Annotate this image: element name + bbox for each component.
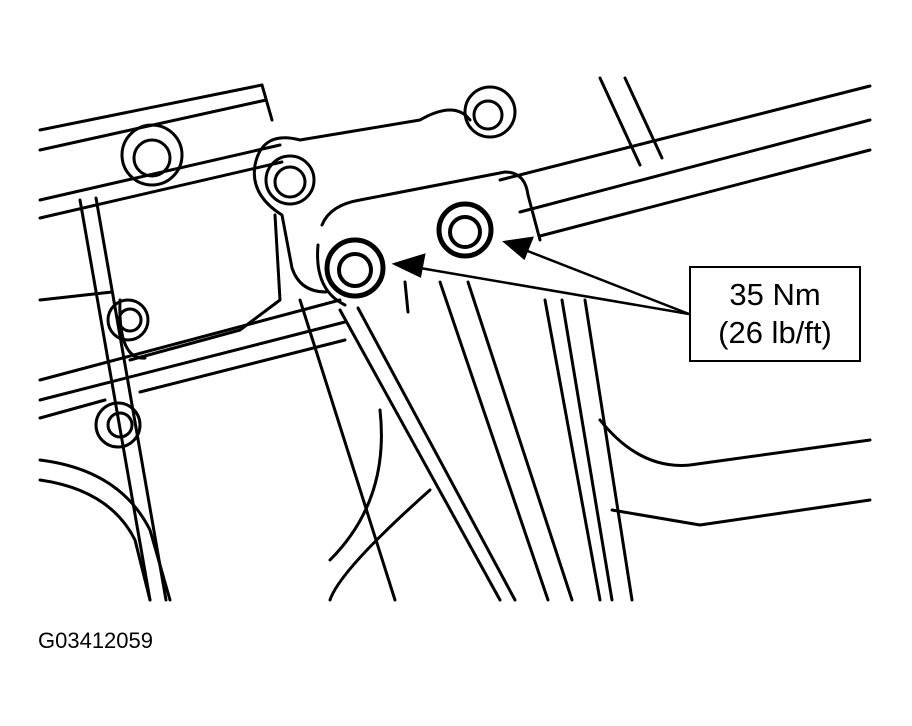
torque-callout-box: 35 Nm (26 lb/ft) bbox=[689, 266, 861, 362]
upper-left-bolt bbox=[120, 123, 184, 187]
torque-imperial-label: (26 lb/ft) bbox=[718, 315, 832, 350]
figure-id: G03412059 bbox=[38, 628, 153, 653]
torque-bolt-left bbox=[324, 237, 386, 299]
left-nut-lower bbox=[94, 401, 142, 449]
left-plate bbox=[38, 196, 282, 602]
lower-rails bbox=[38, 298, 347, 420]
callout-leaders bbox=[391, 236, 690, 316]
lower-housing bbox=[38, 408, 872, 602]
upper-right-bolt bbox=[463, 85, 517, 139]
upper-frame-rails bbox=[38, 83, 284, 220]
diagonal-rails bbox=[498, 76, 872, 238]
torque-metric-label: 35 Nm bbox=[729, 277, 821, 312]
torque-bolt-right bbox=[436, 201, 494, 259]
mount-bracket bbox=[252, 108, 634, 602]
left-nut-upper bbox=[106, 298, 150, 342]
upper-middle-bolt bbox=[264, 154, 316, 206]
